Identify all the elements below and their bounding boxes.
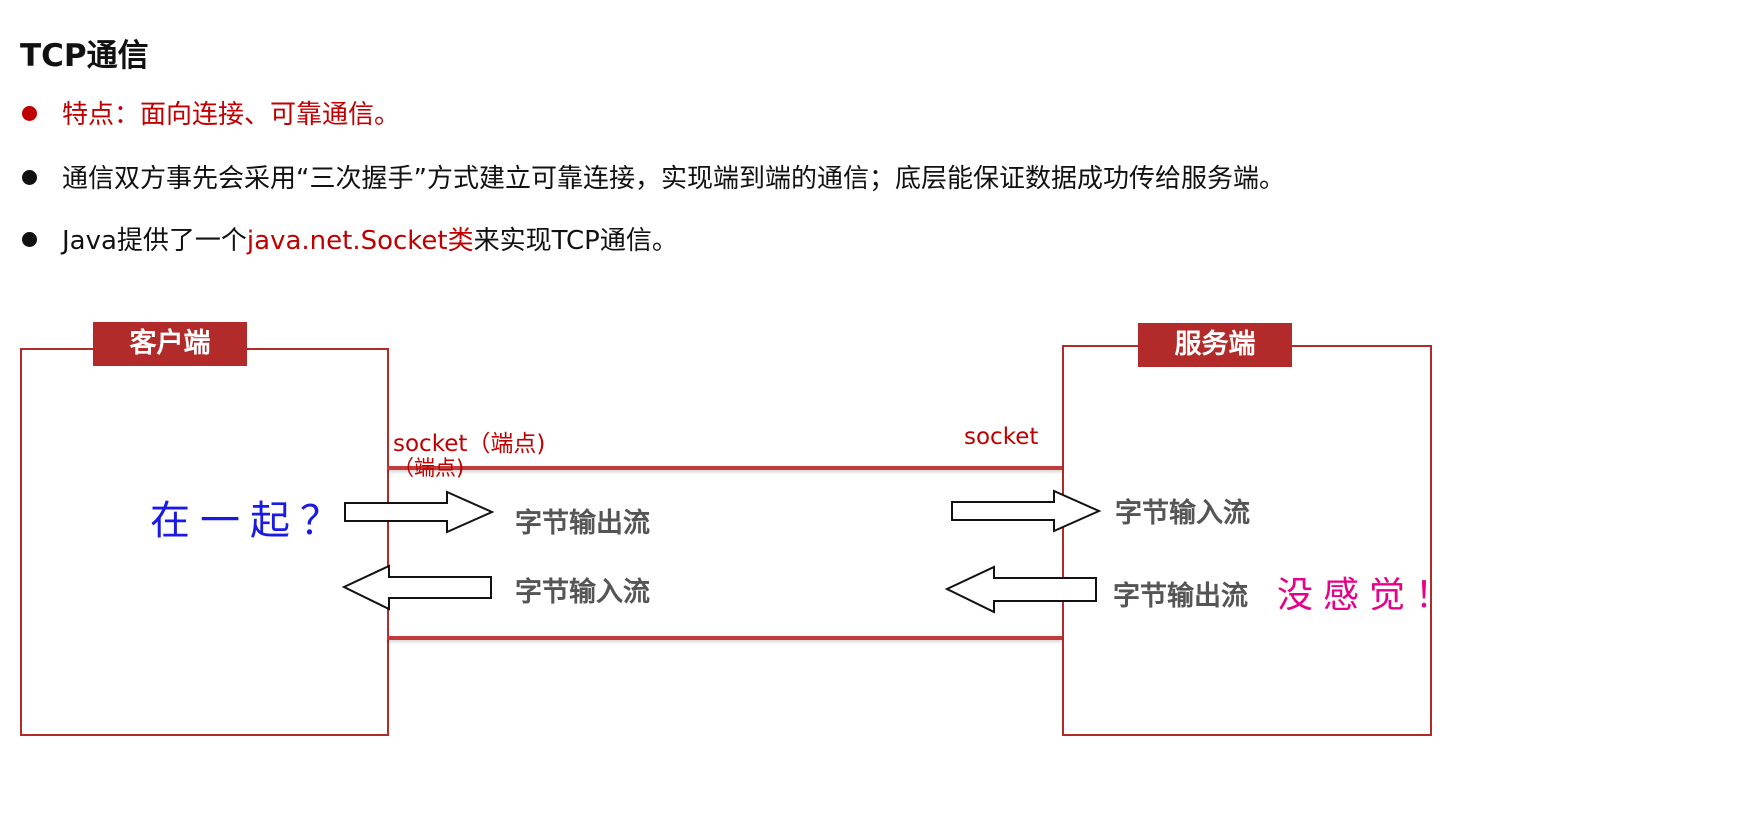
server-tag: 服务端 [1138, 323, 1292, 367]
server-box [1062, 345, 1432, 736]
server-output-stream-label: 字节输出流 [1113, 581, 1248, 612]
bullet-handshake: 通信双方事先会采用“三次握手”方式建立可靠连接，实现端到端的通信；底层能保证数据… [22, 161, 1285, 197]
client-socket-label: socket（端点) [393, 431, 546, 457]
server-socket-label: socket [964, 424, 1039, 450]
client-socket-sublabel: （端点) [393, 456, 465, 480]
right-handwritten-note: 没感觉！ [1277, 575, 1462, 616]
client-output-arrow-icon [344, 490, 495, 534]
client-input-arrow-icon [341, 564, 492, 611]
bullet-feature: 特点：面向连接、可靠通信。 [22, 97, 400, 133]
bullet-dot [22, 106, 37, 121]
bullet-text-prefix: Java提供了一个 [62, 226, 247, 256]
client-output-stream-label: 字节输出流 [515, 508, 650, 539]
server-output-arrow-icon [944, 565, 1097, 614]
bullet-text: 通信双方事先会采用“三次握手”方式建立可靠连接，实现端到端的通信；底层能保证数据… [62, 164, 1285, 194]
client-tag: 客户端 [93, 322, 247, 366]
server-input-arrow-icon [951, 489, 1102, 533]
client-input-stream-label: 字节输入流 [515, 577, 650, 608]
left-handwritten-note: 在一起？ [150, 498, 350, 544]
bullet-java-socket: Java提供了一个java.net.Socket类来实现TCP通信。 [22, 223, 678, 259]
page-title: TCP通信 [20, 38, 149, 74]
connection-line-top [387, 466, 1062, 470]
bullet-text-suffix: 来实现TCP通信。 [473, 226, 678, 256]
connection-line-bottom [387, 636, 1062, 640]
bullet-dot [22, 170, 37, 185]
bullet-text-class: java.net.Socket类 [246, 226, 474, 256]
bullet-dot [22, 232, 37, 247]
bullet-text: 特点：面向连接、可靠通信。 [62, 100, 401, 130]
server-input-stream-label: 字节输入流 [1115, 498, 1250, 529]
